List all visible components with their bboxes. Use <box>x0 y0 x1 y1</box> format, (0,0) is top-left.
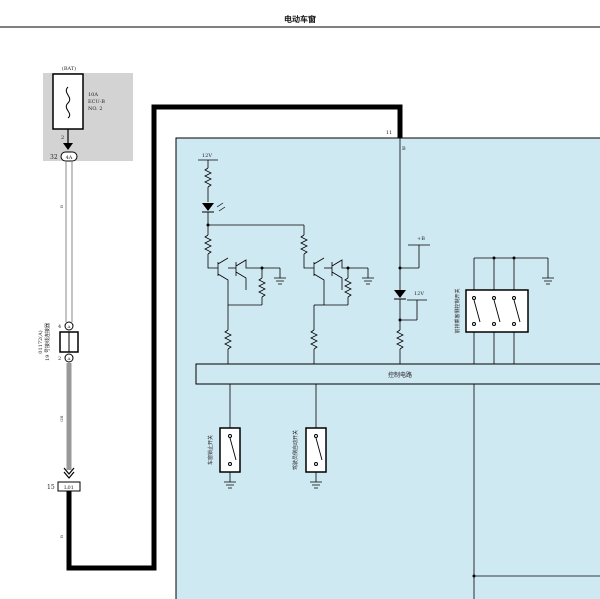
double-chevron-icon <box>63 467 75 479</box>
wire-b-thick <box>66 104 403 571</box>
resistor-icon <box>344 277 352 298</box>
transistor-pair-2 <box>303 254 348 290</box>
ecu-12v-top-label: 12V <box>202 153 212 159</box>
switch-front-passenger-label: 前排乘客侧控制开关 <box>454 288 461 333</box>
connector-1-number: 32 <box>50 154 58 161</box>
resistor-icon <box>396 329 404 350</box>
fuse-icon <box>65 86 71 119</box>
ecu-plus-b-label: +B <box>417 236 425 242</box>
control-circuit-label: 控制电路 <box>388 371 412 379</box>
resistor-icon <box>300 234 308 255</box>
resistor-icon <box>310 329 318 350</box>
ground-icon <box>362 277 374 285</box>
connector-3-number: 15 <box>47 484 55 491</box>
junction-pin-bottom: 2 <box>58 356 61 362</box>
ecu-pin-11: 11 <box>386 130 392 136</box>
junction-label: 19 号接线连接器 <box>44 323 51 361</box>
diode-icon <box>394 290 406 298</box>
connector-3-code: L01 <box>64 485 74 491</box>
ground-icon <box>224 481 236 489</box>
ecu-12v-mid-label: 12V <box>414 291 424 297</box>
transistor-pair-1 <box>207 254 262 290</box>
junction-pin-top: 4 <box>58 324 61 330</box>
resistor-icon <box>224 329 232 350</box>
junction-code-bottom: A <box>67 356 71 361</box>
ground-icon <box>542 277 554 285</box>
window-lock-switch: 车窗锁止开关 <box>207 384 241 489</box>
resistor-icon <box>204 234 212 255</box>
ground-icon <box>274 277 286 285</box>
ecu-input-wire-label: B <box>402 146 406 152</box>
fuse-name: ECU-B <box>88 99 105 105</box>
wire-label-gr: GR <box>59 415 64 422</box>
switch-driver-auto-label: 驾驶员侧自动开关 <box>292 430 299 470</box>
junction-connector: 4 A 2 A 19 号接线连接器 01172(A) <box>37 321 79 363</box>
junction-code: 01172(A) <box>37 330 44 353</box>
fuse-box: (BAT) 10A ECU-B NO. 2 2 32 4A <box>43 65 133 162</box>
connector-1-code: 4A <box>66 155 73 161</box>
ground-icon <box>310 481 322 489</box>
wire-label-b: B <box>59 205 64 208</box>
wire-label-b-lower: B <box>59 535 64 538</box>
control-circuit-bar <box>195 363 600 385</box>
fuse-pin: 2 <box>61 135 64 141</box>
switch-window-lock-label: 车窗锁止开关 <box>207 435 214 465</box>
led-icon <box>202 203 214 211</box>
page-title: 电动车窗 <box>284 14 316 24</box>
driver-auto-switch: 驾驶员侧自动开关 <box>292 384 327 489</box>
front-passenger-switch: 前排乘客侧控制开关 <box>454 256 554 364</box>
resistor-icon <box>204 167 212 188</box>
switch-contacts-icon <box>473 299 521 323</box>
junction-code-top: A <box>67 324 71 329</box>
fuse-source-label: (BAT) <box>62 65 76 72</box>
fuse-rating: 10A <box>88 92 98 98</box>
connector-arrow-icon <box>63 143 73 150</box>
resistor-icon <box>258 277 266 298</box>
fuse-number: NO. 2 <box>88 106 103 112</box>
